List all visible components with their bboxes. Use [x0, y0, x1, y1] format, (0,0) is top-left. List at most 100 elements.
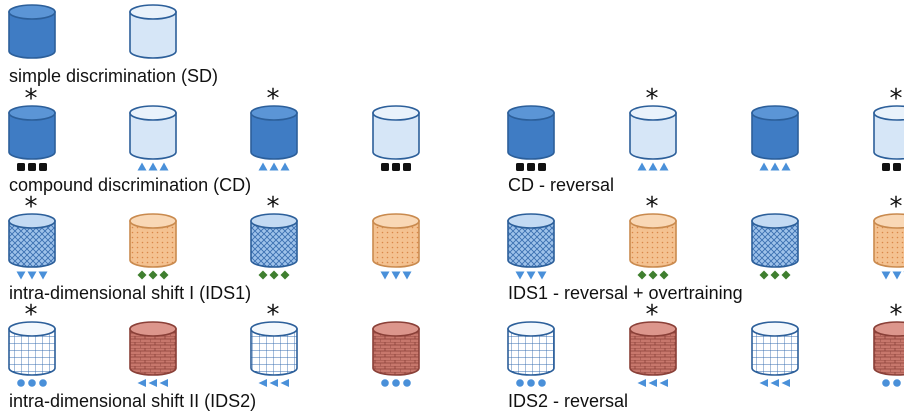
odour-marker: [280, 379, 289, 387]
digging-pot: *: [629, 84, 677, 171]
pot-rim: [507, 321, 555, 337]
odour-marker: [781, 270, 791, 280]
odour-marker: [659, 162, 669, 171]
digging-pot: [129, 321, 177, 387]
pot-body: [250, 112, 298, 160]
odour-marker: [137, 162, 147, 171]
pot-rim: [8, 105, 56, 121]
pot-body: [129, 11, 177, 59]
odour-marker: [759, 162, 769, 171]
pot-body: [250, 328, 298, 376]
odour-marker: [159, 270, 169, 280]
pot-body: [250, 220, 298, 268]
odour-marker: [637, 162, 647, 171]
odour-marker: [38, 271, 48, 280]
digging-pot: *: [250, 300, 298, 387]
pot-rim: [129, 213, 177, 229]
reward-asterisk: *: [267, 192, 280, 222]
odour-marker: [781, 379, 790, 387]
digging-pot: [129, 213, 177, 280]
reward-asterisk: *: [890, 300, 903, 330]
digging-pot: [372, 105, 420, 171]
digging-pot: [751, 105, 799, 171]
pot-rim: [629, 321, 677, 337]
digging-pot: *: [629, 192, 677, 280]
odour-marker: [781, 162, 791, 171]
odour-marker: [403, 163, 411, 171]
pot-body: [507, 220, 555, 268]
digging-pot: *: [250, 192, 298, 280]
pot-body: [751, 220, 799, 268]
pot-rim: [8, 321, 56, 337]
odour-marker: [27, 271, 37, 280]
digging-pot: [129, 4, 177, 59]
odour-marker: [392, 379, 400, 387]
odour-marker: [882, 379, 890, 387]
odour-marker: [759, 270, 769, 280]
pot-rim: [372, 105, 420, 121]
odour-marker: [402, 271, 412, 280]
odour-marker: [637, 270, 647, 280]
pot-body: [507, 328, 555, 376]
odour-marker: [659, 270, 669, 280]
pot-rim: [129, 105, 177, 121]
odour-marker: [39, 163, 47, 171]
label-simple-discrimination: simple discrimination (SD): [9, 66, 219, 86]
odour-marker: [882, 163, 890, 171]
pot-body: [629, 112, 677, 160]
odour-marker: [280, 270, 290, 280]
odour-marker: [391, 271, 401, 280]
pot-body: [629, 328, 677, 376]
label-ids1: intra-dimensional shift I (IDS1): [9, 283, 252, 303]
digging-pot: [751, 321, 799, 387]
odour-marker: [148, 379, 157, 387]
pot-rim: [250, 213, 298, 229]
pot-rim: [8, 213, 56, 229]
odour-marker: [648, 270, 658, 280]
pot-body: [629, 220, 677, 268]
reward-asterisk: *: [25, 300, 38, 330]
odour-marker: [893, 379, 901, 387]
pot-rim: [507, 105, 555, 121]
digging-pot: [372, 213, 420, 280]
odour-marker: [381, 379, 389, 387]
odour-marker: [148, 162, 158, 171]
odour-marker: [137, 379, 146, 387]
pot-rim: [873, 213, 904, 229]
reward-asterisk: *: [890, 84, 903, 114]
odour-marker: [648, 379, 657, 387]
reward-asterisk: *: [25, 84, 38, 114]
odour-marker: [392, 163, 400, 171]
pot-body: [129, 112, 177, 160]
pot-body: [873, 328, 904, 376]
odour-marker: [17, 379, 25, 387]
odour-marker: [148, 270, 158, 280]
label-compound-discrimination: compound discrimination (CD): [9, 175, 252, 195]
pot-rim: [250, 105, 298, 121]
odour-marker: [258, 162, 268, 171]
odour-marker: [159, 162, 169, 171]
digging-pot: *: [873, 84, 904, 171]
odour-marker: [770, 270, 780, 280]
odour-marker: [381, 163, 389, 171]
pot-body: [372, 220, 420, 268]
digging-pot: *: [8, 0, 56, 59]
label-ids2: intra-dimensional shift II (IDS2): [9, 391, 257, 411]
pot-body: [129, 220, 177, 268]
odour-marker: [892, 271, 902, 280]
odour-marker: [527, 163, 535, 171]
odour-marker: [770, 379, 779, 387]
reward-asterisk: *: [267, 300, 280, 330]
odour-marker: [526, 271, 536, 280]
odour-marker: [269, 270, 279, 280]
pot-body: [751, 112, 799, 160]
pot-body: [129, 328, 177, 376]
digging-pot: *: [8, 84, 56, 171]
digging-pot: [751, 213, 799, 280]
pot-rim: [372, 213, 420, 229]
digging-pot: *: [8, 192, 56, 280]
pot-rim: [873, 105, 904, 121]
odour-marker: [280, 162, 290, 171]
reward-asterisk: *: [646, 192, 659, 222]
